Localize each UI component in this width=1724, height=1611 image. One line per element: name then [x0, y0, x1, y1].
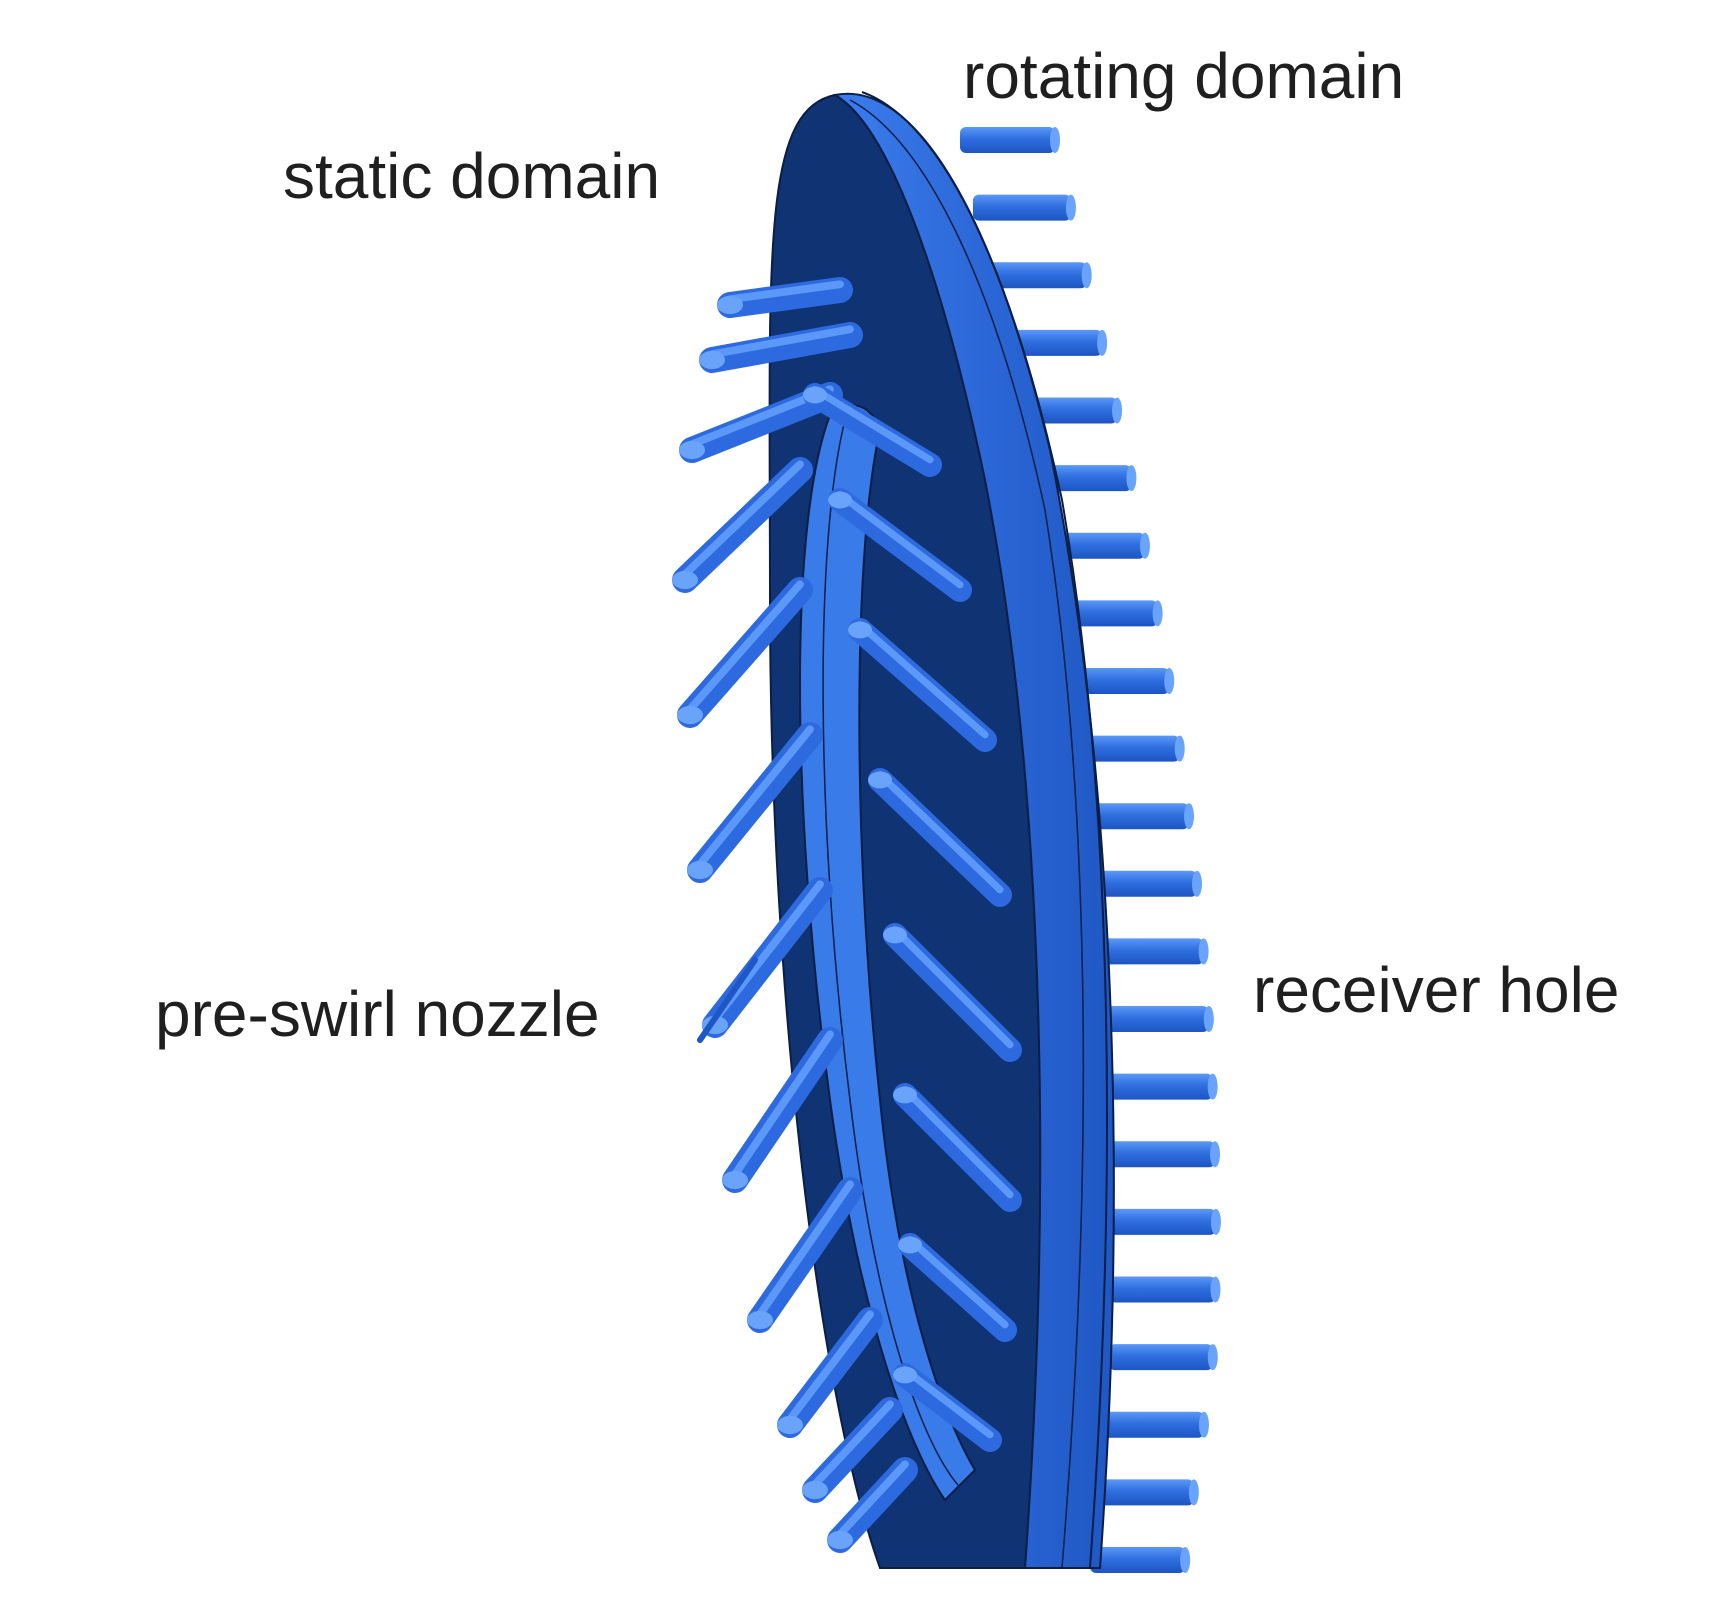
pre-swirl-nozzle-inner	[893, 1083, 1022, 1212]
receiver-hole-end	[1198, 938, 1209, 965]
static-domain-label: static domain	[283, 140, 661, 212]
receiver-hole-end	[1112, 397, 1123, 424]
rotating-domain-band-line-inner	[849, 99, 1085, 1569]
pre-swirl-nozzle-highlight	[681, 460, 804, 579]
receiver-hole-end	[1198, 1411, 1209, 1438]
receiver-hole	[1107, 1208, 1216, 1235]
pre-swirl-nozzle	[717, 277, 853, 318]
receiver-hole	[1103, 1411, 1204, 1438]
rotating-domain-label: rotating domain	[963, 40, 1405, 112]
receiver-hole-end	[1188, 1479, 1199, 1506]
pre-swirl-nozzle	[802, 1397, 903, 1503]
pre-swirl-nozzle-inner-highlight	[906, 1236, 1009, 1329]
pre-swirl-nozzle-inner-end	[898, 1236, 922, 1254]
receiver-hole-end	[1184, 803, 1195, 830]
receiver-hole	[1109, 1344, 1213, 1371]
pre-swirl-nozzle-inner	[868, 768, 1012, 907]
pre-swirl-nozzle-inner-highlight	[901, 1086, 1014, 1199]
pre-swirl-nozzle-end	[672, 570, 698, 590]
pre-swirl-nozzle-inner	[893, 1363, 1002, 1452]
pre-swirl-nozzle-highlight	[731, 1030, 834, 1179]
static-domain-inner-ring	[799, 404, 977, 1502]
pre-swirl-nozzle-inner-end	[828, 491, 852, 509]
receiver-hole	[998, 329, 1103, 356]
receiver-hole-end	[1126, 465, 1137, 492]
receiver-hole-end	[1207, 1073, 1218, 1100]
receiver-hole-end	[1152, 600, 1163, 627]
receiver-hole-end	[1164, 667, 1175, 694]
receiver-hole	[1074, 803, 1190, 830]
pre-swirl-nozzle-end	[802, 1480, 828, 1500]
receiver-hole-end	[1210, 1141, 1221, 1168]
receiver-hole	[985, 262, 1087, 289]
receiver-hole-end	[1191, 870, 1202, 897]
pre-swirl-nozzle-inner-highlight	[856, 621, 989, 739]
pre-swirl-nozzle-highlight	[726, 280, 844, 304]
pre-swirl-nozzle-highlight	[756, 1180, 854, 1319]
pre-swirl-nozzle	[699, 322, 863, 373]
receiver-hole-end	[1081, 262, 1092, 289]
pre-swirl-nozzle-inner-highlight	[901, 1366, 994, 1439]
receiver-hole-end	[1050, 127, 1060, 153]
receiver-hole-label: receiver hole	[1253, 954, 1620, 1026]
pre-swirl-nozzle-highlight	[836, 1460, 909, 1539]
receiver-hole	[1095, 1479, 1194, 1506]
receiver-hole-end	[1203, 1006, 1214, 1033]
receiver-hole	[1104, 1141, 1216, 1168]
receiver-hole	[1109, 1276, 1216, 1303]
receiver-hole	[1090, 1547, 1186, 1573]
pre-swirl-nozzle-inner-end	[893, 1366, 917, 1384]
receiver-hole	[1095, 1006, 1209, 1033]
receiver-hole-end	[1174, 735, 1185, 762]
pre-swirl-nozzle-inner-end	[803, 386, 827, 404]
pre-swirl-nozzle-inner-end	[848, 621, 872, 639]
pre-swirl-nozzle-inner	[898, 1233, 1017, 1342]
pre-swirl-nozzle-end	[687, 860, 713, 880]
pre-swirl-nozzle-label: pre-swirl nozzle	[155, 978, 600, 1050]
receiver-hole-end	[1097, 329, 1108, 356]
pre-swirl-nozzle-inner-highlight	[811, 386, 934, 464]
pre-swirl-nozzle-end	[679, 440, 705, 460]
receiver-hole-end	[1210, 1208, 1221, 1235]
receiver-hole-end	[1207, 1344, 1218, 1371]
receiver-hole	[960, 127, 1055, 153]
pre-swirl-nozzle-end	[747, 1310, 773, 1330]
pre-swirl-nozzles	[672, 277, 1022, 1553]
pre-swirl-nozzle-highlight	[708, 325, 854, 359]
pre-swirl-nozzle	[679, 382, 843, 463]
pre-swirl-nozzle-end	[722, 1170, 748, 1190]
receiver-hole	[972, 194, 1071, 221]
pre-swirl-nozzle-inner-highlight	[891, 926, 1014, 1049]
pre-swirl-nozzle-end	[777, 1415, 803, 1435]
pre-swirl-nozzle-highlight	[786, 1310, 874, 1424]
pre-swirl-nozzle-highlight	[686, 580, 804, 714]
pre-swirl-nozzle-inner	[828, 488, 972, 602]
pre-swirl-nozzle-inner-end	[893, 1086, 917, 1104]
receiver-hole-end	[1180, 1547, 1191, 1573]
receiver-hole	[1100, 1073, 1213, 1100]
pre-swirl-nozzle-end	[827, 1530, 853, 1550]
pre-swirl-nozzle-highlight	[811, 1400, 894, 1489]
pre-swirl-nozzle-inner	[883, 923, 1022, 1062]
pre-swirl-nozzle-inner-highlight	[836, 491, 964, 589]
pre-swirl-nozzle-inner-end	[868, 771, 892, 789]
receiver-hole-end	[1139, 532, 1150, 559]
pre-swirl-nozzle-inner-highlight	[876, 771, 1004, 894]
pre-swirl-nozzle-end	[717, 295, 743, 315]
pre-swirl-nozzle-highlight	[696, 725, 814, 869]
receiver-hole	[1089, 938, 1204, 965]
pre-swirl-nozzle-inner-end	[883, 926, 907, 944]
pre-swirl-nozzle-inner	[803, 383, 942, 477]
receiver-hole-end	[1210, 1276, 1221, 1303]
pre-swirl-nozzle-end	[699, 350, 725, 370]
pre-swirl-nozzle-inner	[848, 618, 997, 752]
nozzle-leader-line	[697, 957, 758, 1043]
pre-swirl-nozzle-end	[677, 705, 703, 725]
rotating-domain-band-line	[861, 91, 1108, 1569]
receiver-hole	[1082, 870, 1197, 897]
pre-swirl-nozzle	[672, 457, 813, 593]
receiver-hole-end	[1065, 194, 1076, 221]
